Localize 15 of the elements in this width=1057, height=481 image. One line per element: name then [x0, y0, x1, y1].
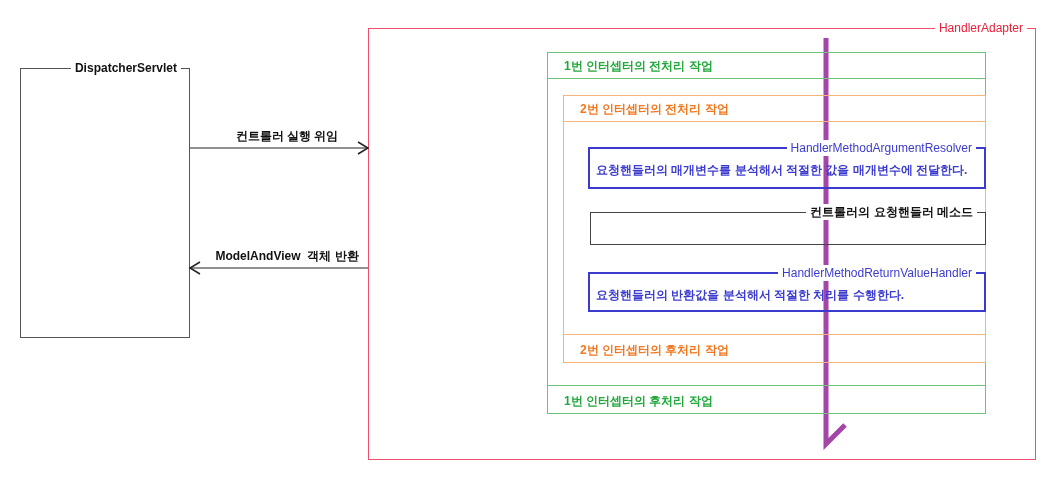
box-title: HandlerAdapter	[934, 20, 1027, 36]
footer-text: 2번 인터셉터의 후처리 작업	[580, 342, 729, 358]
box-title: 컨트롤러의 요청핸들러 메소드	[806, 204, 977, 220]
footer-text: 1번 인터셉터의 후처리 작업	[564, 393, 713, 409]
edge-label: 컨트롤러 실행 위임	[235, 128, 339, 144]
header-text: 2번 인터셉터의 전처리 작업	[580, 101, 729, 117]
box-title: HandlerMethodArgumentResolver	[786, 140, 976, 156]
header-text: 1번 인터셉터의 전처리 작업	[564, 58, 713, 74]
interceptor-box	[563, 95, 986, 363]
arrow	[189, 141, 369, 155]
box-title: DispatcherServlet	[70, 60, 181, 76]
interceptor-box	[547, 52, 986, 414]
arrow	[189, 261, 369, 275]
edge-label: ModelAndView 객체 반환	[215, 248, 359, 264]
box-title: HandlerMethodReturnValueHandler	[778, 265, 976, 281]
